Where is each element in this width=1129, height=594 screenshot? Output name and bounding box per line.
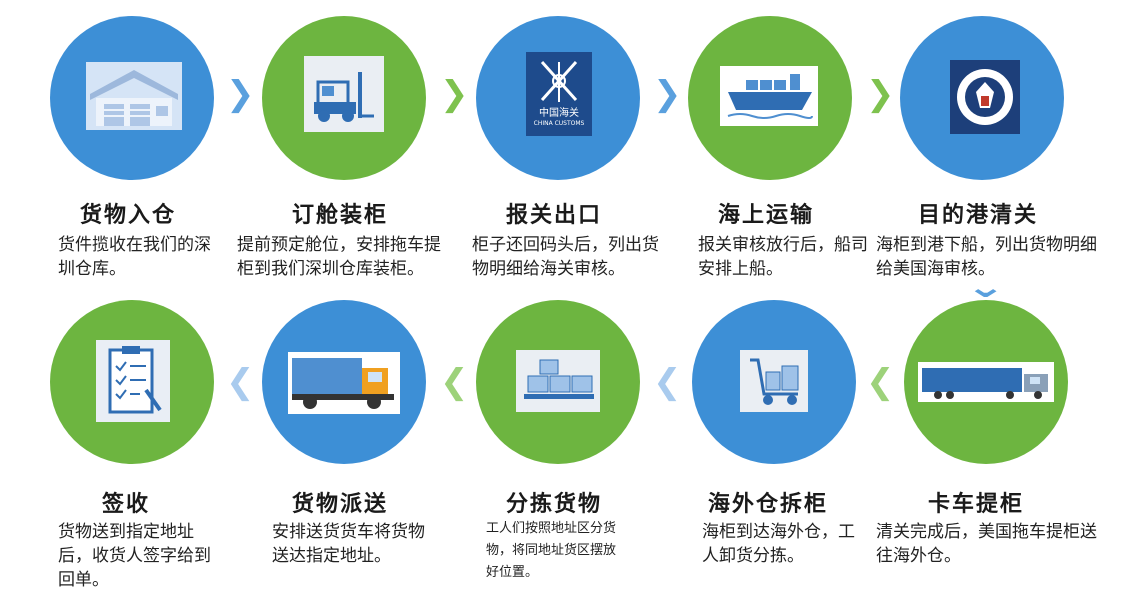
step-description: 报关审核放行后，船司安排上船。 <box>698 235 868 279</box>
forklift-icon <box>304 56 384 132</box>
step-title: 订舱装柜 <box>292 203 389 228</box>
step-description: 货件揽收在我们的深圳仓库。 <box>58 235 211 279</box>
step-description: 清关完成后，美国拖车提柜送往海外仓。 <box>876 522 1097 566</box>
step-title: 目的港清关 <box>918 203 1039 228</box>
arrow-right-icon: ❯ <box>866 74 895 114</box>
arrow-right-icon: ❯ <box>226 74 255 114</box>
step-description: 工人们按照地址区分货物，将同地址货区摆放好位置。 <box>486 521 617 580</box>
arrow-right-icon: ❯ <box>653 74 682 114</box>
arrow-left-icon: ❮ <box>440 362 469 402</box>
step-title: 海上运输 <box>718 203 815 228</box>
cargo-ship-icon <box>720 66 818 126</box>
step-title: 货物派送 <box>292 492 389 517</box>
china-customs-logo: 中国海关 CHINA CUSTOMS <box>526 52 592 136</box>
warehouse-icon <box>86 62 182 130</box>
step-description: 安排送货货车将货物送达指定地址。 <box>272 522 425 566</box>
step-title: 卡车提柜 <box>928 492 1025 517</box>
stacked-boxes-icon <box>516 350 600 412</box>
step-description: 海柜到港下船，列出货物明细给美国海审核。 <box>876 235 1097 279</box>
delivery-truck-icon <box>288 352 400 414</box>
step-description: 柜子还回码头后，列出货物明细给海关审核。 <box>472 235 659 279</box>
step-title: 海外仓拆柜 <box>708 492 829 517</box>
semi-truck-icon <box>918 362 1054 402</box>
checklist-clipboard-icon <box>96 340 170 422</box>
homeland-security-seal <box>950 60 1020 134</box>
arrow-left-icon: ❮ <box>226 362 255 402</box>
hand-cart-icon <box>740 350 808 412</box>
arrow-right-icon: ❯ <box>440 74 469 114</box>
step-title: 货物入仓 <box>80 203 177 228</box>
customs-logo-subtext: CHINA CUSTOMS <box>533 120 585 127</box>
step-title: 报关出口 <box>506 203 603 228</box>
arrow-left-icon: ❮ <box>653 362 682 402</box>
arrow-down-icon: ⌄ <box>965 270 1006 305</box>
customs-logo-text: 中国海关 <box>539 108 579 119</box>
step-description: 海柜到达海外仓，工人卸货分拣。 <box>702 522 855 566</box>
arrow-left-icon: ❮ <box>866 362 895 402</box>
step-description: 货物送到指定地址后，收货人签字给到回单。 <box>58 522 211 590</box>
step-title: 签收 <box>102 492 151 517</box>
step-description: 提前预定舱位，安排拖车提柜到我们深圳仓库装柜。 <box>237 235 441 279</box>
step-title: 分拣货物 <box>506 492 603 517</box>
